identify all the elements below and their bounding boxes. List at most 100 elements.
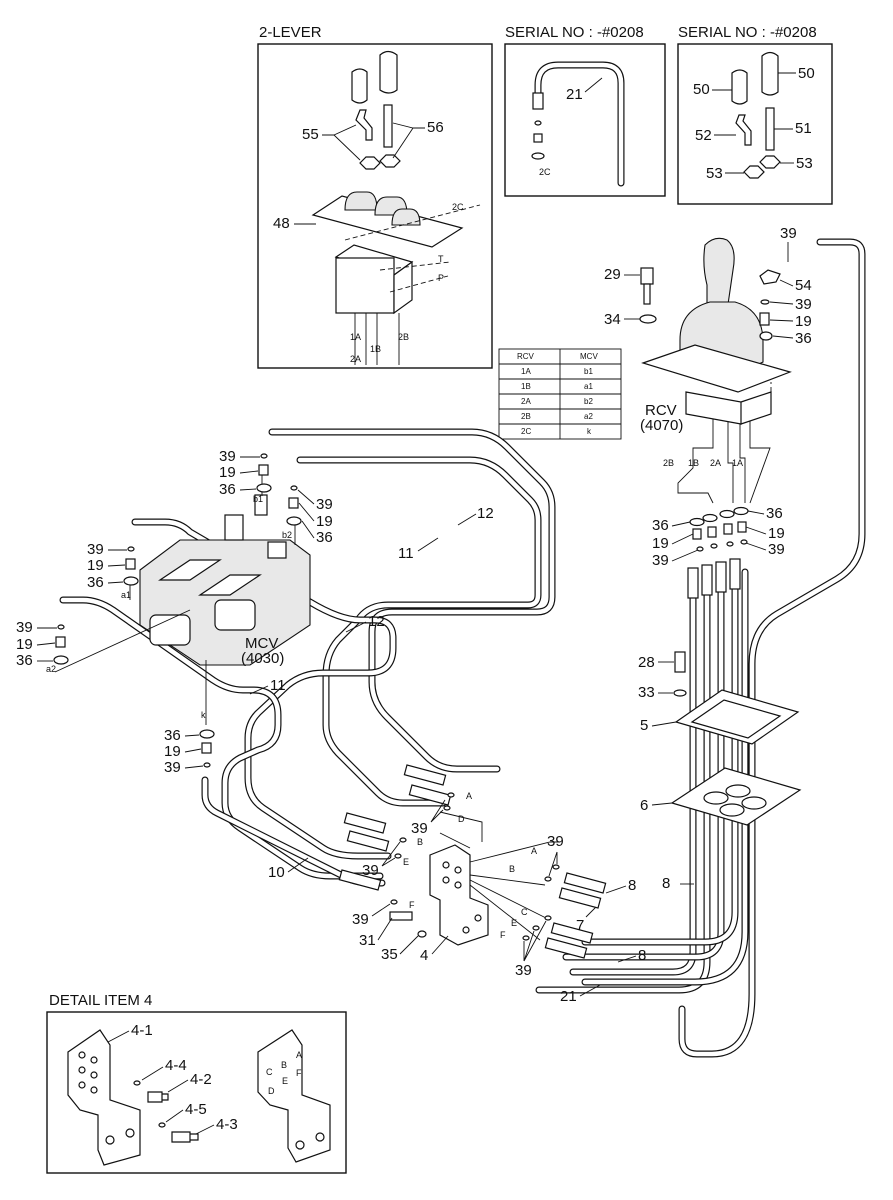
callout-39-bracket-left: 39 — [362, 862, 379, 879]
table-cell: 2A — [521, 397, 531, 406]
table-header-rcv: RCV — [517, 352, 535, 361]
label-c-right: C — [521, 907, 528, 917]
label-f-right: F — [500, 930, 506, 940]
rcv-mount-plate — [641, 344, 792, 393]
rcv-port-1b: 1B — [688, 458, 699, 468]
port-2b: 2B — [398, 332, 409, 342]
port-2c: 2C — [452, 202, 464, 212]
mcv-spool-top — [224, 514, 244, 541]
callout-36-k: 36 — [164, 727, 181, 744]
rcv-port-fittings: 36 36 19 19 39 39 — [652, 505, 785, 599]
callout-39-bracket-lower: 39 — [515, 962, 532, 979]
callout-50-left: 50 — [693, 81, 710, 98]
callout-51: 51 — [795, 120, 812, 137]
bellows-left — [344, 191, 378, 211]
callout-8-c: 8 — [638, 947, 646, 964]
plate-5-hole — [690, 699, 782, 739]
serial-panel-a: SERIAL NO : -#0208 2C 21 — [504, 24, 666, 197]
label-a-left: A — [466, 791, 472, 801]
label-e-right: E — [511, 918, 517, 928]
floor-plates: 28 33 5 6 — [638, 651, 802, 826]
bellows-third — [391, 208, 421, 226]
mcv-valve: MCV (4030) b1 b2 a1 a2 k — [46, 470, 311, 725]
callout-50-right: 50 — [798, 65, 815, 82]
lever-knob-right — [379, 50, 398, 94]
knob-50-left — [731, 69, 748, 105]
callout-4-1: 4-1 — [131, 1022, 153, 1039]
hose-end-fittings — [338, 764, 607, 959]
callout-31: 31 — [359, 932, 376, 949]
callout-19-rcv: 19 — [795, 313, 812, 330]
detail-title: DETAIL ITEM 4 — [49, 992, 152, 1009]
washer-33 — [673, 689, 687, 697]
mcv-port-b2: b2 — [282, 530, 292, 540]
callout-36-b1: 36 — [219, 481, 236, 498]
callout-36-rcv-right: 36 — [766, 505, 783, 522]
callout-54: 54 — [795, 277, 812, 294]
callout-10: 10 — [268, 864, 285, 881]
callout-19-b2: 19 — [316, 513, 333, 530]
callout-39-rcv-left: 39 — [652, 552, 669, 569]
rcv-port-2b: 2B — [663, 458, 674, 468]
callout-4-2: 4-2 — [190, 1071, 212, 1088]
callout-35: 35 — [381, 946, 398, 963]
table-cell: k — [587, 427, 592, 436]
callout-21-bottom: 21 — [560, 988, 577, 1005]
bolt-31 — [389, 911, 413, 921]
label-e-left: E — [403, 857, 409, 867]
rcv-port-1a: 1A — [732, 458, 743, 468]
serial-b-frame — [677, 43, 833, 205]
knob-50-right — [761, 51, 779, 96]
callout-4: 4 — [420, 947, 428, 964]
bent-rod-52 — [735, 114, 752, 146]
callout-53-left: 53 — [706, 165, 723, 182]
callout-52: 52 — [695, 127, 712, 144]
callout-19-rcv-right: 19 — [768, 525, 785, 542]
callout-11-lower: 11 — [270, 677, 286, 694]
callout-4-3: 4-3 — [216, 1116, 238, 1133]
callout-36-a1: 36 — [87, 574, 104, 591]
hose-fitting — [532, 92, 544, 110]
label-a-right: A — [531, 846, 537, 856]
callout-39-a2: 39 — [16, 619, 33, 636]
callout-28: 28 — [638, 654, 655, 671]
table-cell: b1 — [584, 367, 593, 376]
valve-body-front — [335, 257, 395, 314]
callout-19-rcv-left: 19 — [652, 535, 669, 552]
table-cell: b2 — [584, 397, 593, 406]
callout-56: 56 — [427, 119, 444, 136]
callout-12-lower: 12 — [368, 613, 385, 630]
callout-7: 7 — [576, 917, 584, 934]
rcv-port-2a: 2A — [710, 458, 721, 468]
callout-29: 29 — [604, 266, 621, 283]
bracket-4-body — [429, 844, 489, 946]
bolt-28 — [674, 651, 686, 673]
callout-39-bracket-bottom: 39 — [352, 911, 369, 928]
table-header-mcv: MCV — [580, 352, 598, 361]
detail-label-b: B — [281, 1060, 287, 1070]
mcv-port-b1: b1 — [253, 494, 263, 504]
callout-36-rcv-left: 36 — [652, 517, 669, 534]
hose-routing — [59, 238, 866, 1058]
table-cell: 1A — [521, 367, 531, 376]
rcv-label: RCV — [645, 402, 677, 419]
callout-33: 33 — [638, 684, 655, 701]
callout-39-rcv-right: 39 — [768, 541, 785, 558]
callout-55: 55 — [302, 126, 319, 143]
port-2c-b: 2C — [539, 167, 551, 177]
mcv-port-a2: a2 — [46, 664, 56, 674]
detail-label-c: C — [266, 1067, 273, 1077]
elbow-54 — [759, 269, 781, 285]
label-b-left: B — [417, 837, 423, 847]
fitting-4-2 — [147, 1091, 169, 1103]
two-lever-frame — [257, 43, 493, 369]
table-cell: 2B — [521, 412, 531, 421]
callout-39-rcv-top: 39 — [780, 225, 797, 242]
port-p: P — [438, 273, 444, 283]
callout-39-a1: 39 — [87, 541, 104, 558]
callout-8-b: 8 — [662, 875, 670, 892]
callout-6: 6 — [640, 797, 648, 814]
callout-19-k: 19 — [164, 743, 181, 760]
detail-label-f: F — [296, 1068, 302, 1078]
